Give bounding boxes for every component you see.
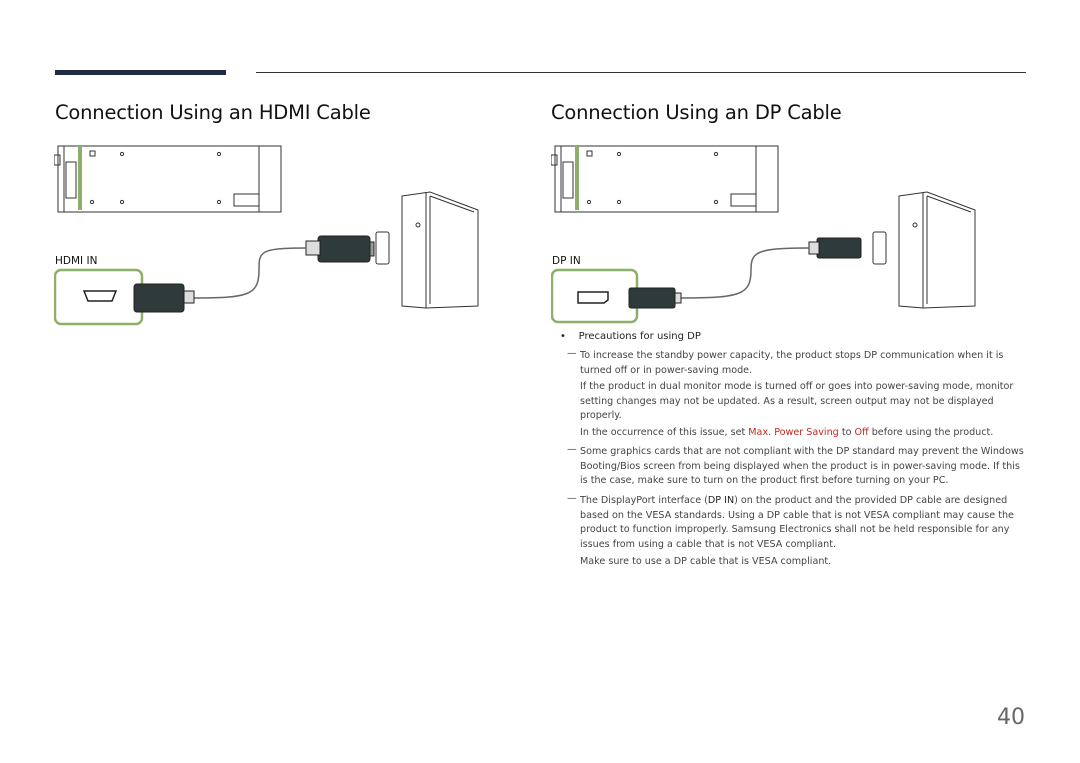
product-unit <box>551 145 779 213</box>
note-text: The DisplayPort interface ( <box>580 495 708 506</box>
note-2: Some graphics cards that are not complia… <box>580 446 1024 487</box>
note-3: The DisplayPort interface (DP IN) on the… <box>580 494 1030 552</box>
hdmi-connection-diagram <box>54 145 479 326</box>
dp-cable <box>678 247 810 299</box>
dp-plug-product <box>628 287 682 309</box>
hdmi-port-frame <box>54 268 144 326</box>
dp-port-frame <box>551 268 639 324</box>
hdmi-cable <box>193 247 307 299</box>
hdmi-in-label: HDMI IN <box>55 255 98 267</box>
dp-in-label: DP IN <box>552 255 581 267</box>
dp-connection-diagram <box>551 145 976 324</box>
page-number: 40 <box>997 705 1025 730</box>
note-dash: — <box>567 493 577 504</box>
note-text: ) on the product and the provided DP cab… <box>580 495 1014 550</box>
note-1-paragraph-2: If the product in dual monitor mode is t… <box>580 381 1014 422</box>
bullet-dot: • <box>560 331 566 342</box>
setting-max-power-saving: Max. Power Saving <box>748 427 839 438</box>
note-1-paragraph-3: In the occurrence of this issue, set Max… <box>580 426 1030 441</box>
dp-heading: Connection Using an DP Cable <box>551 101 842 124</box>
note-dash: — <box>567 444 577 455</box>
precautions-bullet: • Precautions for using DP <box>560 331 701 342</box>
dp-in-code: DP IN <box>707 495 735 506</box>
port-highlight-strip <box>575 146 579 210</box>
header-accent-bar <box>55 70 226 75</box>
product-unit <box>54 145 282 213</box>
hdmi-plug-product <box>133 283 195 313</box>
hdmi-plug-pc <box>305 235 375 263</box>
setting-value-off: Off <box>854 427 869 438</box>
dp-plug-pc <box>808 237 862 259</box>
pc-tower <box>872 191 976 309</box>
note-text: In the occurrence of this issue, set <box>580 427 749 438</box>
hdmi-port-icon <box>82 290 118 302</box>
note-1-paragraph-1: To increase the standby power capacity, … <box>580 350 1004 376</box>
note-3-paragraph-2: Make sure to use a DP cable that is VESA… <box>580 556 832 567</box>
note-text: to <box>838 427 855 438</box>
hdmi-heading: Connection Using an HDMI Cable <box>55 101 371 124</box>
note-dash: — <box>567 348 577 359</box>
header-rule <box>256 72 1026 73</box>
pc-tower <box>375 191 479 309</box>
dp-port-icon <box>577 291 609 304</box>
precautions-title: Precautions for using DP <box>578 331 701 342</box>
port-highlight-strip <box>78 146 82 210</box>
note-text: before using the product. <box>868 427 994 438</box>
